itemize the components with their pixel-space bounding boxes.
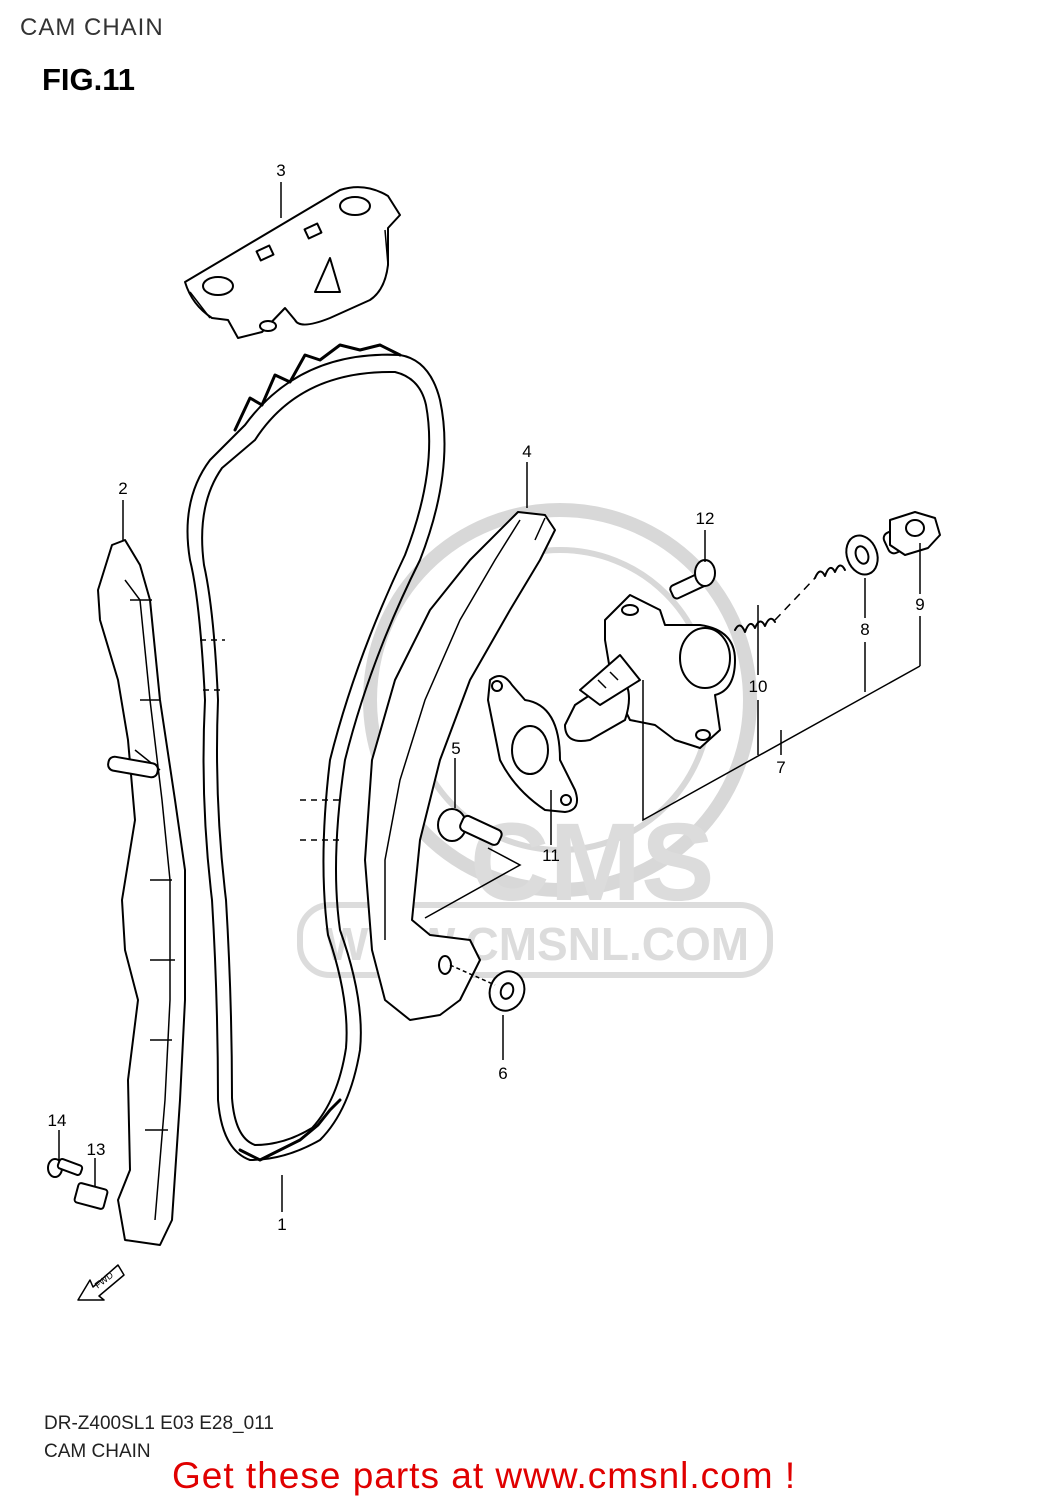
- forward-arrow-icon: FWD: [77, 1264, 125, 1301]
- leader-lines: [58, 182, 921, 1212]
- cap-gasket: [845, 534, 879, 576]
- callout-6: 6: [498, 1064, 507, 1083]
- guide-washer: [449, 964, 526, 1012]
- callout-5: 5: [451, 739, 460, 758]
- callout-4: 4: [522, 442, 531, 461]
- callout-13: 13: [87, 1140, 106, 1159]
- callout-3: 3: [276, 161, 285, 180]
- callout-14: 14: [48, 1111, 67, 1130]
- callout-7: 7: [776, 758, 785, 777]
- footer-model-code: DR-Z400SL1 E03 E28_011: [44, 1413, 274, 1434]
- footer-title: CAM CHAIN: [44, 1441, 151, 1462]
- tensioner-guide: [364, 511, 556, 1021]
- tensioner-gasket: [487, 675, 578, 813]
- promo-link[interactable]: Get these parts at www.cmsnl.com !: [172, 1455, 797, 1496]
- tensioner-spring: [734, 564, 846, 633]
- figure-number: FIG.11: [42, 62, 136, 97]
- plate-and-screw: [47, 1158, 109, 1210]
- callout-12: 12: [696, 509, 715, 528]
- cap-bolt: [882, 511, 941, 556]
- page-header-title: CAM CHAIN: [20, 14, 164, 41]
- callout-8: 8: [860, 620, 869, 639]
- callout-labels: 1 2 3 4 5 6 7 8 9 10 11 12 13 14: [48, 161, 925, 1234]
- callout-10: 10: [749, 677, 768, 696]
- rear-chain-guide: [97, 539, 186, 1246]
- upper-chain-guide: [184, 186, 401, 339]
- tensioner-assembly: [564, 594, 736, 749]
- callout-11: 11: [542, 846, 560, 865]
- callout-2: 2: [118, 479, 127, 498]
- callout-9: 9: [915, 595, 924, 614]
- guide-bolt: [437, 808, 503, 846]
- cam-chain: [186, 343, 446, 1162]
- callout-1: 1: [277, 1215, 286, 1234]
